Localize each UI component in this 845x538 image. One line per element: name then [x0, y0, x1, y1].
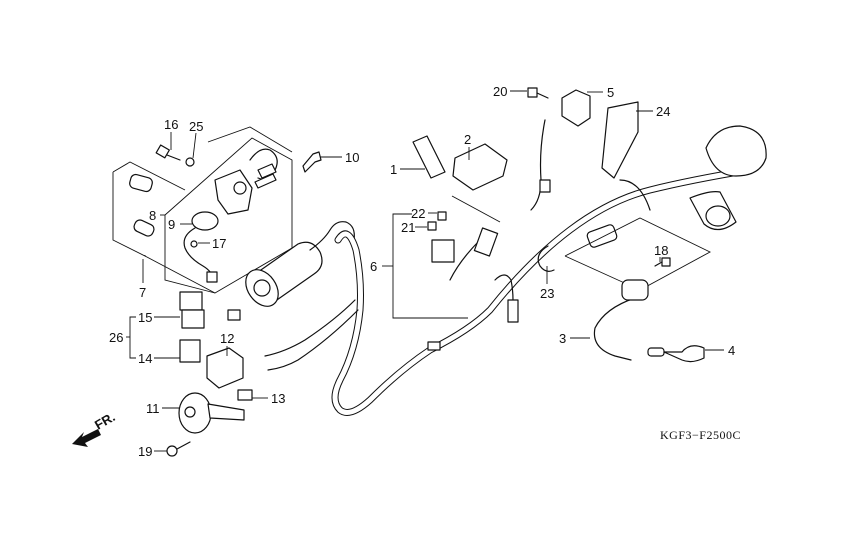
- key-10-part[interactable]: [302, 151, 322, 173]
- fuse-22-part[interactable]: [437, 211, 447, 221]
- callout-6[interactable]: 6: [370, 259, 377, 274]
- clamp-23-part[interactable]: [537, 245, 555, 272]
- screw-17-part[interactable]: [190, 240, 198, 248]
- callout-5[interactable]: 5: [607, 85, 614, 100]
- callout-15[interactable]: 15: [138, 310, 152, 325]
- callout-20[interactable]: 20: [493, 84, 507, 99]
- callout-18[interactable]: 18: [654, 243, 668, 258]
- callout-17[interactable]: 17: [212, 236, 226, 251]
- callout-19[interactable]: 19: [138, 444, 152, 459]
- cover-1-part[interactable]: [412, 135, 446, 179]
- ignition-switch-part[interactable]: [214, 148, 278, 215]
- callout-12[interactable]: 12: [220, 331, 234, 346]
- callout-11[interactable]: 11: [146, 401, 160, 416]
- plate-24-part[interactable]: [601, 101, 639, 179]
- callout-21[interactable]: 21: [401, 220, 415, 235]
- relay-14-part[interactable]: [179, 339, 201, 363]
- plug-cap-4-part[interactable]: [647, 345, 705, 363]
- callout-4[interactable]: 4: [728, 343, 735, 358]
- unit-12-part[interactable]: [206, 347, 244, 389]
- callout-14[interactable]: 14: [138, 351, 152, 366]
- callout-10[interactable]: 10: [345, 150, 359, 165]
- callout-25[interactable]: 25: [189, 119, 203, 134]
- connector-13-part[interactable]: [237, 389, 253, 401]
- ignition-switch-group: [112, 126, 293, 294]
- sensor-cable-3-part[interactable]: [593, 279, 649, 361]
- ignition-coil-part[interactable]: [227, 221, 355, 321]
- washer-25-part[interactable]: [185, 157, 195, 167]
- bolt-16-part[interactable]: [155, 144, 181, 161]
- bracket-5-part[interactable]: [561, 89, 591, 127]
- callout-26[interactable]: 26: [109, 330, 123, 345]
- switch-part-9[interactable]: [183, 211, 219, 283]
- diagram-code: KGF3−F2500C: [660, 428, 741, 442]
- callout-23[interactable]: 23: [540, 286, 554, 301]
- svg-text:FR.: FR.: [92, 409, 118, 432]
- callout-8[interactable]: 8: [149, 208, 156, 223]
- callout-16[interactable]: 16: [164, 117, 178, 132]
- front-direction-arrow-icon: FR.: [72, 409, 118, 447]
- fuse-box-2-part[interactable]: [452, 143, 508, 191]
- bolt-18-part[interactable]: [654, 257, 671, 267]
- wire-harness-6-part[interactable]: [264, 119, 754, 416]
- spark-plug-cap-part[interactable]: [689, 125, 767, 231]
- callout-7[interactable]: 7: [139, 285, 146, 300]
- bolt-19-part[interactable]: [166, 441, 191, 457]
- bolt-20-part[interactable]: [527, 87, 549, 99]
- callout-22[interactable]: 22: [411, 206, 425, 221]
- callout-labels: 1 2 3 4 5 6 7 8 9 10 11 12: [109, 84, 735, 459]
- relay-15-part[interactable]: [179, 291, 205, 329]
- connector-part[interactable]: [586, 224, 618, 249]
- key-cylinder-part[interactable]: [129, 173, 156, 237]
- callout-2[interactable]: 2: [464, 132, 471, 147]
- callout-9[interactable]: 9: [168, 217, 175, 232]
- callout-3[interactable]: 3: [559, 331, 566, 346]
- horn-11-part[interactable]: [178, 392, 245, 434]
- callout-1[interactable]: 1: [390, 162, 397, 177]
- callout-24[interactable]: 24: [656, 104, 670, 119]
- fuse-21-part[interactable]: [427, 221, 437, 231]
- callout-13[interactable]: 13: [271, 391, 285, 406]
